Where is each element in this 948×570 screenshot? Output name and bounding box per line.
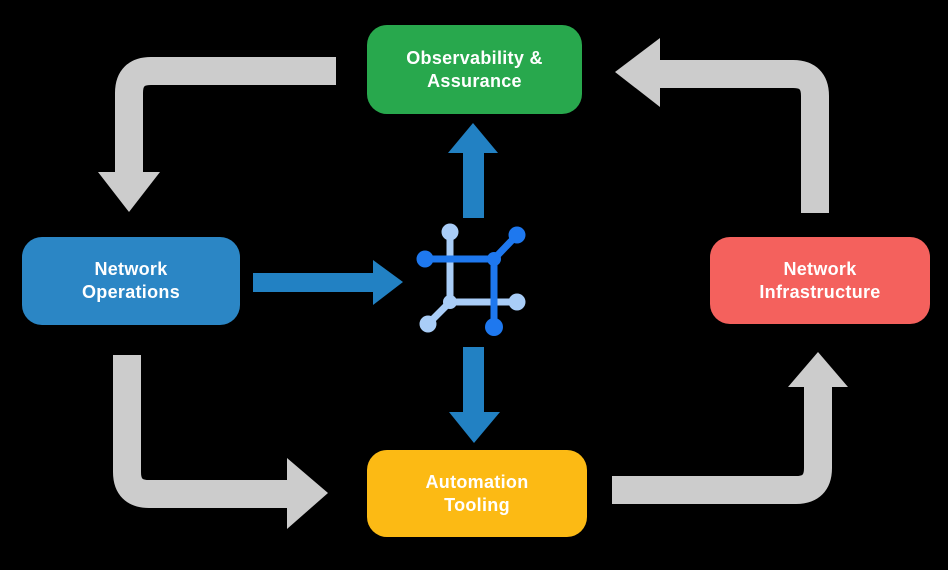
node-label-line: Assurance: [427, 70, 522, 91]
arrow-operations-to-automation: [113, 355, 328, 529]
arrow-center-to-automation: [449, 347, 500, 443]
node-automation-tooling: Automation Tooling: [367, 450, 587, 537]
node-label-line: Infrastructure: [759, 281, 881, 302]
icon-light-dots: [419, 223, 526, 333]
arrow-center-to-observability: [448, 123, 498, 218]
node-label-line: Network: [94, 259, 168, 279]
icon-dark-dots: [416, 226, 526, 336]
node-observability-assurance: Observability & Assurance: [367, 25, 582, 114]
node-network-operations: Network Operations: [22, 237, 240, 325]
arrow-infrastructure-to-observability: [615, 38, 829, 213]
node-label-line: Network: [783, 258, 857, 279]
arrow-operations-to-center: [253, 260, 403, 305]
network-automation-icon: [416, 223, 526, 336]
arrow-automation-to-infrastructure: [612, 352, 848, 504]
node-label-line: Tooling: [444, 494, 510, 515]
node-network-infrastructure: Network Infrastructure: [710, 237, 930, 324]
node-label-line: Observability &: [406, 47, 543, 68]
node-label-line: Automation: [425, 471, 529, 492]
arrow-observability-to-operations: [98, 57, 336, 212]
node-label-line: Operations: [81, 282, 181, 302]
